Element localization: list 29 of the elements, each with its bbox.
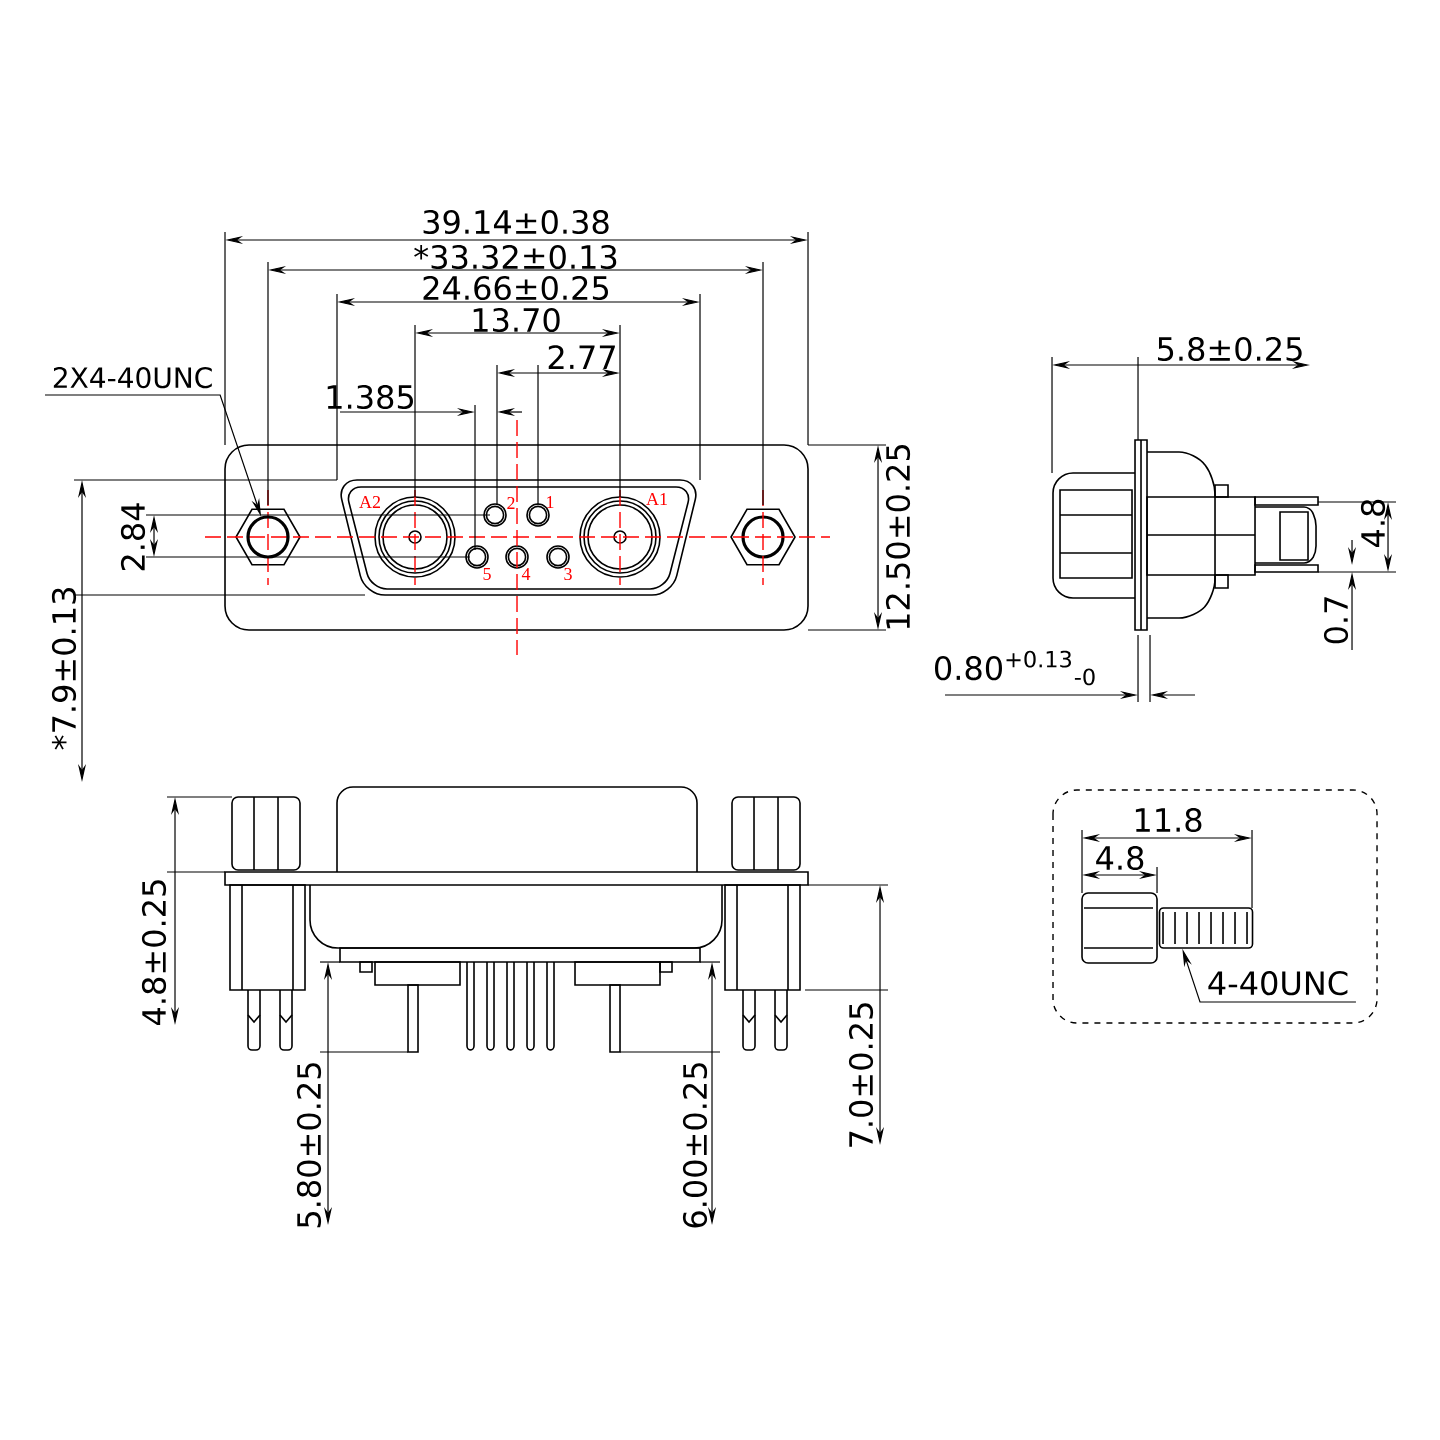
dimension-text: 5.80±0.25 (296, 1063, 322, 1228)
pin-number: 1 (547, 496, 554, 508)
dimension-text: 12.50±0.25 (885, 445, 911, 629)
dimension-text: 0.7 (1323, 597, 1349, 644)
dimension-text: 4.8 (1096, 845, 1144, 871)
dimension-text: 24.66±0.25 (423, 275, 608, 301)
dimension-text: 2.77 (548, 345, 615, 369)
screw-hole (246, 515, 290, 559)
pin-number: 2 (507, 497, 515, 509)
dimension-text: *33.32±0.13 (414, 244, 617, 270)
dimension-text: 5.8±0.25 (1158, 336, 1302, 362)
pin-number: 4 (521, 568, 531, 580)
pin-number: A1 (646, 493, 667, 505)
dimension-text: 0.80$^{+0.13}$-0 (935, 650, 1095, 686)
thread (1158, 907, 1254, 949)
callout-text: 2X4-40UNC (53, 367, 212, 389)
dimension-text: 2.84 (120, 503, 146, 571)
dimension-text: 11.8 (1135, 807, 1202, 833)
dimension-text: 6.00±0.25 (682, 1063, 708, 1228)
dimension-text: 13.70 (473, 307, 560, 333)
dimension-text: 4.8±0.25 (141, 880, 167, 1025)
dimension-text: *7.9±0.13 (51, 588, 77, 750)
pin-number: A2 (359, 496, 380, 508)
pin-number: 3 (564, 567, 572, 581)
dimension-text: 39.14±0.38 (423, 209, 609, 235)
pin-number: 5 (483, 568, 491, 580)
dimension-text: 4.8 (1360, 499, 1386, 547)
dimension-text: 7.0±0.25 (848, 1003, 874, 1147)
callout-text: 4-40UNC (1208, 971, 1348, 996)
